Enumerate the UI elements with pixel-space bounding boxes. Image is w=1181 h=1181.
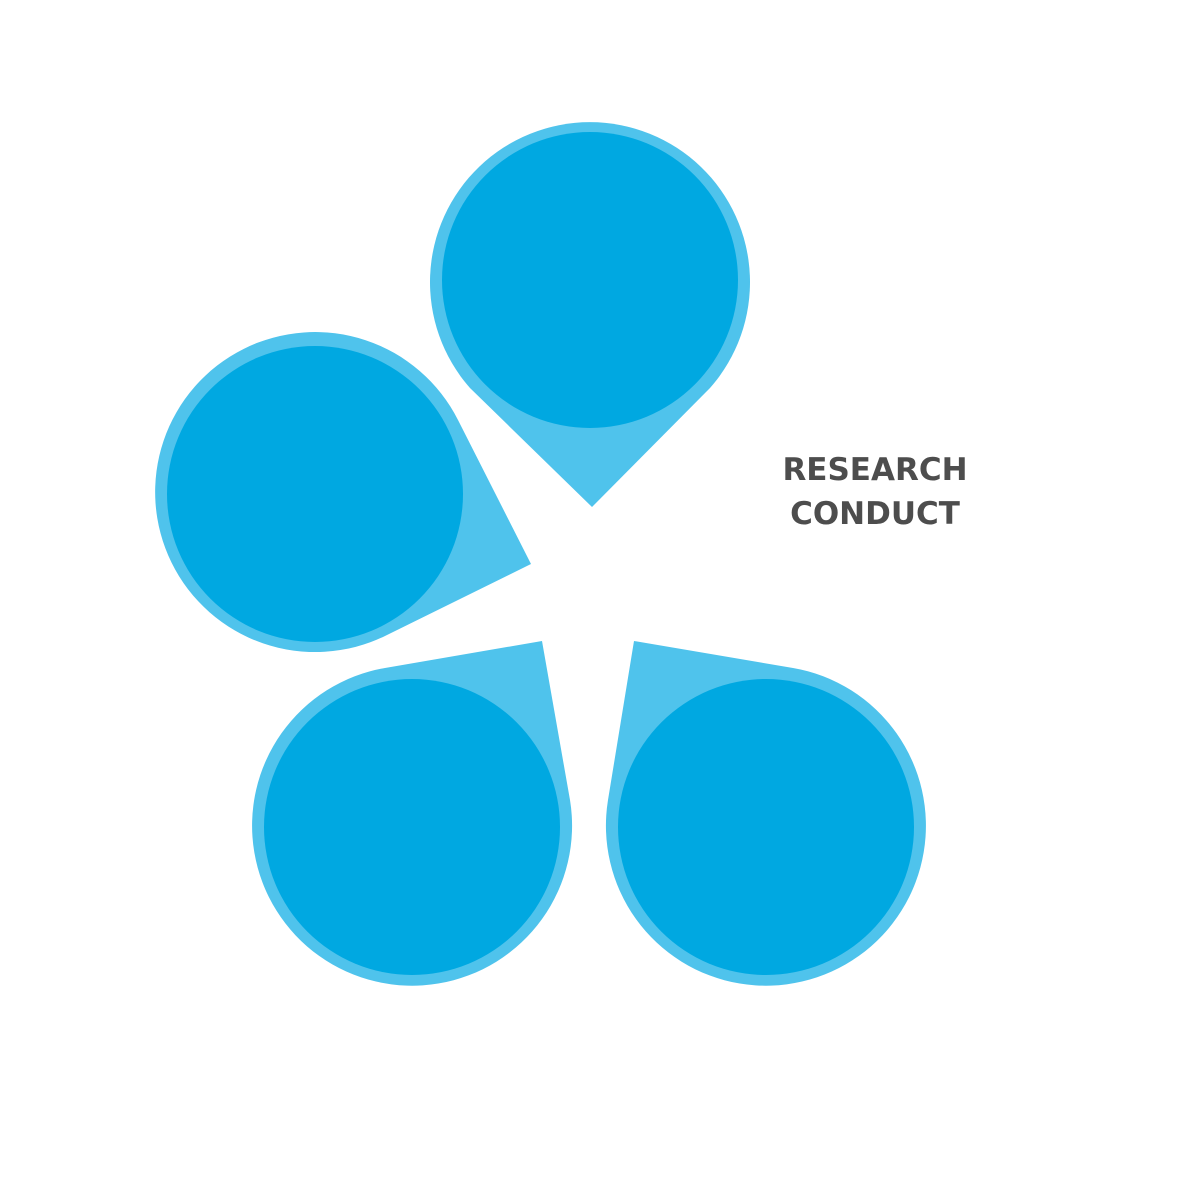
pin-bottom-right-inner bbox=[618, 679, 914, 975]
title-line-1: RESEARCH bbox=[782, 452, 968, 488]
pin-left bbox=[155, 332, 531, 653]
pin-top-inner bbox=[442, 132, 738, 428]
pin-bottom-left-inner bbox=[264, 679, 560, 975]
pin-left-inner bbox=[167, 346, 463, 642]
pin-bottom-left bbox=[252, 641, 573, 986]
pin-top bbox=[430, 122, 751, 507]
pin-bottom-right bbox=[605, 641, 926, 986]
title-line-2: CONDUCT bbox=[790, 496, 960, 532]
diagram-title: RESEARCH CONDUCT bbox=[760, 448, 990, 536]
